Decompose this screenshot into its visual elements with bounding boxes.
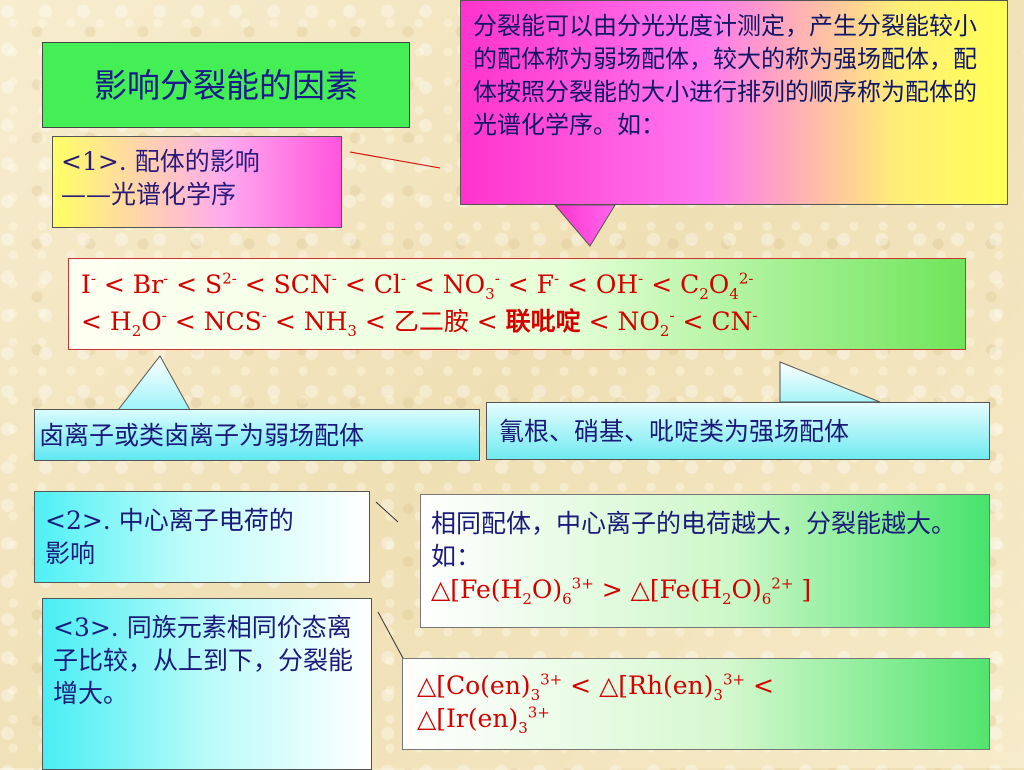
formula-token: ]: [793, 575, 812, 604]
series-token: < NH: [266, 307, 348, 336]
series-token: < C: [643, 270, 700, 299]
series-token: < NCS: [166, 307, 262, 336]
series-sup: -: [331, 269, 337, 288]
series-line2: < H2O- < NCS- < NH3 < 乙二胺 < 联吡啶 < NO2- <…: [69, 301, 965, 340]
series-token: < CN: [674, 307, 753, 336]
series-token: <: [356, 307, 394, 336]
note2-line1: 相同配体，中心离子的电荷越大，分裂能越大。如：: [431, 509, 957, 571]
strong-field-box: 氰根、硝基、吡啶类为强场配体: [486, 402, 990, 460]
formula-sub: 3: [518, 719, 528, 737]
series-sup: -: [669, 306, 675, 325]
callout-tail-weak: [116, 355, 191, 411]
series-sub: 2: [659, 322, 670, 340]
note2-box: 相同配体，中心离子的电荷越大，分裂能越大。如： △[Fe(H2O)63+ > △…: [420, 494, 990, 628]
series-sup: -: [638, 269, 644, 288]
series-token: O: [708, 270, 730, 299]
formula-token: O): [731, 575, 762, 604]
page-title: 影响分裂能的因素: [94, 66, 358, 105]
formula-sub: 6: [562, 590, 572, 608]
series-sup: -: [752, 306, 758, 325]
series-sup: -: [90, 269, 96, 288]
note-top-text: 分裂能可以由分光光度计测定，产生分裂能较小的配体称为弱场配体，较大的称为强场配体…: [473, 12, 977, 139]
connector-line-2: [375, 501, 399, 523]
formula-sup: 3+: [540, 670, 563, 689]
section1-line1: <1>. 配体的影响: [61, 147, 260, 176]
series-token: < S: [168, 270, 223, 299]
formula-sub: 3: [713, 686, 723, 704]
formula-sub: 2: [721, 590, 732, 608]
formula-token: < △[Rh(en): [562, 671, 714, 700]
title-box: 影响分裂能的因素: [42, 42, 410, 128]
series-sup: -: [163, 269, 169, 288]
formula-token: O): [531, 575, 563, 604]
section3-text: <3>. 同族元素相同价态离子比较，从上到下，分裂能增大。: [53, 613, 354, 708]
weak-field-box: 卤离子或类卤离子为弱场配体: [34, 409, 480, 461]
note-top-box: 分裂能可以由分光光度计测定，产生分裂能较小的配体称为弱场配体，较大的称为强场配体…: [460, 0, 1008, 205]
series-line1: I- < Br- < S2- < SCN- < Cl- < NO3- < F- …: [69, 259, 965, 303]
formula-sup: 3+: [722, 670, 746, 689]
series-sup: -: [261, 306, 267, 325]
section1-box: <1>. 配体的影响 ——光谱化学序: [52, 136, 342, 228]
formula-sup: 3+: [571, 574, 594, 593]
weak-field-label: 卤离子或类卤离子为弱场配体: [39, 421, 365, 450]
series-sup: 2-: [222, 269, 237, 288]
callout-tail-top: [553, 204, 616, 247]
series-token: < H: [81, 307, 132, 336]
series-sub: 2: [699, 285, 709, 303]
series-token: < NO: [580, 307, 660, 336]
note3-box: △[Co(en)33+ < △[Rh(en)33+ < △[Ir(en)33+: [402, 658, 990, 750]
series-sub: 3: [347, 322, 357, 340]
formula-token: △[Fe(H: [431, 575, 523, 604]
series-sup: 2-: [738, 269, 754, 288]
series-token: < NO: [405, 270, 486, 299]
series-token: < SCN: [236, 270, 332, 299]
callout-tail-strong: [779, 361, 881, 403]
series-sub: 2: [131, 322, 142, 340]
strong-field-label: 氰根、硝基、吡啶类为强场配体: [499, 417, 850, 446]
series-token: < F: [499, 270, 554, 299]
series-token-bipyridine: 联吡啶: [505, 307, 581, 336]
formula-token: <: [745, 671, 774, 700]
series-token: <: [468, 307, 506, 336]
series-sup: -: [494, 269, 500, 288]
series-token: < OH: [559, 270, 639, 299]
formula-sub: 2: [522, 590, 532, 608]
connector-line-3: [377, 611, 405, 661]
formula-token: △[Ir(en): [417, 704, 519, 733]
series-sup: -: [161, 306, 167, 325]
formula-sub: 6: [761, 590, 772, 608]
section1-line2: ——光谱化学序: [61, 180, 237, 209]
formula-token: > △[Fe(H: [593, 575, 722, 604]
series-token-ethylenediamine: 乙二胺: [393, 307, 469, 336]
formula-token: △[Co(en): [417, 671, 531, 700]
series-sub: 4: [729, 285, 739, 303]
series-token: I: [81, 270, 91, 299]
series-sup: -: [400, 269, 406, 288]
section2-box: <2>. 中心离子电荷的影响: [34, 491, 370, 583]
section2-text: <2>. 中心离子电荷的影响: [45, 506, 294, 568]
series-box: I- < Br- < S2- < SCN- < Cl- < NO3- < F- …: [68, 258, 966, 350]
connector-line-1: [349, 151, 441, 169]
series-token: < Br: [95, 270, 164, 299]
note3-line2: △[Ir(en)33+: [403, 702, 989, 737]
series-token: < Cl: [336, 270, 401, 299]
note3-line1: △[Co(en)33+ < △[Rh(en)33+ <: [403, 659, 989, 704]
note2-formula: △[Fe(H2O)63+ > △[Fe(H2O)62+ ]: [421, 573, 989, 608]
series-sup: -: [553, 269, 560, 288]
section3-box: <3>. 同族元素相同价态离子比较，从上到下，分裂能增大。: [42, 598, 372, 770]
formula-sup: 3+: [527, 703, 550, 722]
formula-sup: 2+: [771, 574, 794, 593]
formula-sub: 3: [530, 686, 541, 704]
series-token: O: [141, 307, 162, 336]
series-sub: 3: [485, 285, 495, 303]
